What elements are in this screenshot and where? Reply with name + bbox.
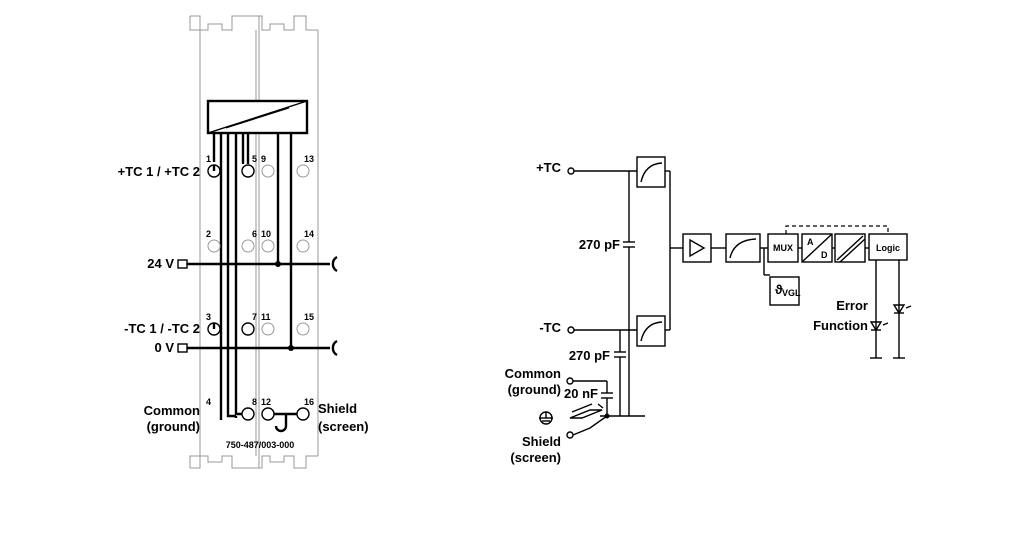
label-shield-right-2: (screen) [510, 450, 561, 465]
label-24v: 24 V [147, 256, 174, 271]
label-0v: 0 V [154, 340, 174, 355]
converter-block [206, 99, 309, 135]
pin-6: 6 [252, 229, 257, 239]
part-number: 750-487/003-000 [226, 440, 295, 450]
pin-5: 5 [252, 154, 257, 164]
filter-block-main [725, 233, 761, 263]
cap-20nf: 20 nF [564, 386, 598, 401]
label-tc-pos-right: +TC [536, 160, 562, 175]
pin-8: 8 [252, 397, 257, 407]
label-common-2: (ground) [147, 419, 200, 434]
ad-a-label: A [807, 237, 814, 247]
pin-15: 15 [304, 312, 314, 322]
ad-d-label: D [821, 250, 828, 260]
filter-block-top [636, 156, 666, 188]
rail-clamp-icon [569, 403, 604, 419]
error-label-2: Function [813, 318, 868, 333]
logic-block [868, 233, 908, 261]
pin-2: 2 [206, 229, 211, 239]
label-common-right-1: Common [505, 366, 561, 381]
schematic: 270 pF MUX A D L [505, 156, 912, 465]
led-status-icon [892, 304, 906, 315]
label-common-right-2: (ground) [508, 382, 561, 397]
pin-7: 7 [252, 312, 257, 322]
pin-13: 13 [304, 154, 314, 164]
label-shield-2: (screen) [318, 419, 369, 434]
pin-16: 16 [304, 397, 314, 407]
label-tc-pos: +TC 1 / +TC 2 [118, 164, 200, 179]
filter-block-bottom [636, 315, 666, 347]
terminal-module [189, 15, 319, 469]
cap-270pf-top: 270 pF [579, 237, 620, 252]
left-labels: +TC 1 / +TC 2 24 V -TC 1 / -TC 2 0 V Com… [118, 164, 369, 450]
label-tc-neg: -TC 1 / -TC 2 [124, 321, 200, 336]
mux-label: MUX [773, 243, 793, 253]
error-label-1: Error [836, 298, 868, 313]
internal-wires [180, 133, 338, 420]
label-tc-neg-right: -TC [539, 320, 561, 335]
earth-ground-icon [539, 411, 553, 425]
cap-270pf-bottom: 270 pF [569, 348, 610, 363]
connector-24v-icon [177, 259, 188, 269]
pin-3: 3 [206, 312, 211, 322]
pin-11: 11 [261, 312, 271, 322]
pin-numbers: 1 2 3 4 5 6 7 8 9 10 11 12 13 14 15 16 [206, 154, 314, 407]
pin-14: 14 [304, 229, 314, 239]
connector-0v-icon [177, 343, 188, 353]
pin-9: 9 [261, 154, 266, 164]
pin-4: 4 [206, 397, 211, 407]
vgl-subscript: VGL [782, 288, 801, 298]
label-shield-1: Shield [318, 401, 357, 416]
vgl-block [769, 276, 800, 306]
amplifier-block [682, 233, 712, 263]
terminal-points [207, 164, 310, 433]
led-error-icon [869, 321, 883, 332]
label-common-1: Common [144, 403, 200, 418]
pin-10: 10 [261, 229, 271, 239]
label-shield-right-1: Shield [522, 434, 561, 449]
logic-label: Logic [876, 243, 900, 253]
pin-12: 12 [261, 397, 271, 407]
pin-1: 1 [206, 154, 211, 164]
vgl-theta: ϑ [775, 282, 783, 297]
